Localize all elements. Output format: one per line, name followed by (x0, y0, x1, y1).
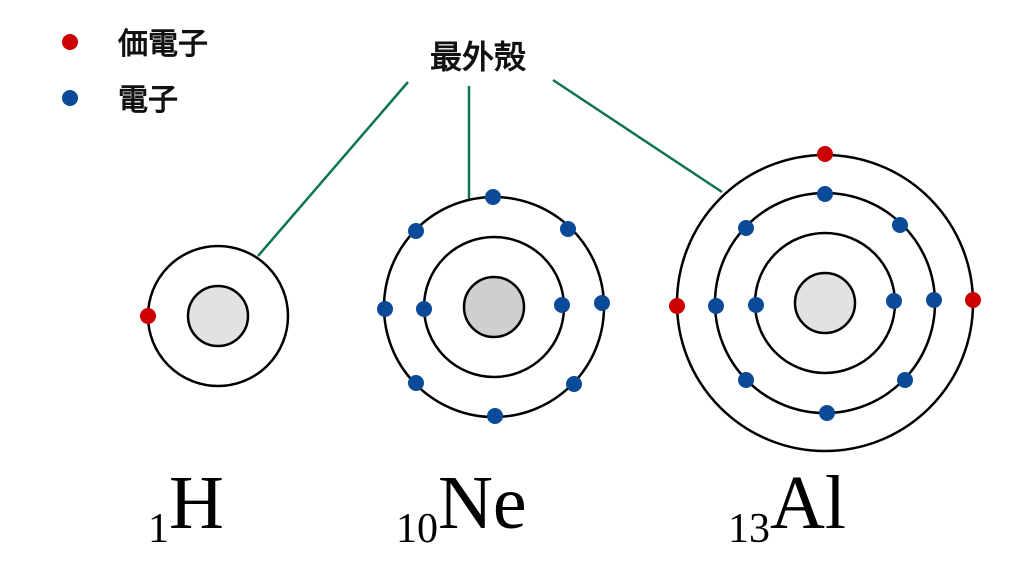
electron (485, 189, 501, 205)
electron (738, 372, 754, 388)
element-label-h: 1H (148, 461, 224, 552)
element-label-ne: 10Ne (396, 461, 527, 552)
legend-valence-label: 価電子 (117, 27, 208, 62)
legend: 価電子 電子 (62, 27, 208, 118)
electron (819, 405, 835, 421)
element-symbol: Ne (438, 461, 527, 545)
leader-line-h (257, 81, 409, 257)
legend-valence-dot (62, 34, 78, 50)
electron (886, 293, 902, 309)
element-symbol: H (169, 461, 224, 545)
outer-shell-leaders (257, 78, 723, 257)
electron (377, 301, 393, 317)
atom-neon (377, 189, 610, 424)
electron (554, 297, 570, 313)
element-label-al: 13Al (728, 461, 846, 552)
nucleus (186, 284, 250, 348)
nucleus (793, 271, 857, 335)
nucleus (462, 275, 526, 339)
valence-electron (817, 146, 833, 162)
electron (566, 376, 582, 392)
electron (892, 217, 908, 233)
legend-electron-label: 電子 (118, 83, 178, 118)
electron (416, 301, 432, 317)
legend-electron-dot (62, 90, 78, 106)
atom-aluminium (669, 146, 981, 453)
electron (408, 375, 424, 391)
electron (897, 372, 913, 388)
electron (738, 220, 754, 236)
electron (487, 408, 503, 424)
leader-line-al (552, 78, 723, 194)
electron (594, 295, 610, 311)
valence-electron (965, 292, 981, 308)
valence-electron (669, 298, 685, 314)
atomic-number: 1 (148, 506, 169, 552)
atomic-number: 13 (728, 506, 770, 552)
electron (408, 223, 424, 239)
electron (926, 292, 942, 308)
element-symbol: Al (770, 461, 846, 545)
atom-hydrogen (140, 244, 290, 388)
outer-shell-label: 最外殻 (430, 38, 527, 76)
electron (748, 297, 764, 313)
atomic-number: 10 (396, 506, 438, 552)
electron (708, 298, 724, 314)
valence-electron (140, 308, 156, 324)
electron (817, 186, 833, 202)
electron (560, 221, 576, 237)
